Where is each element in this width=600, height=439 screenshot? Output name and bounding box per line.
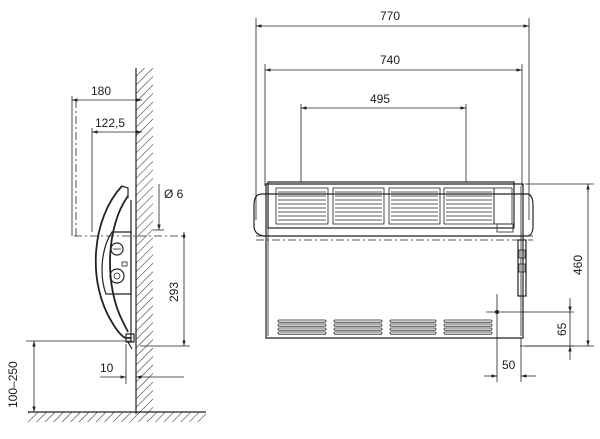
svg-text:740: 740 bbox=[380, 53, 400, 67]
floor bbox=[28, 411, 206, 422]
dimension-740: 740 bbox=[264, 53, 523, 186]
dimension-495: 495 bbox=[300, 92, 467, 182]
knob-upper-icon bbox=[110, 242, 124, 256]
dimension-460: 460 bbox=[525, 183, 594, 347]
wall bbox=[135, 68, 153, 414]
svg-text:460: 460 bbox=[571, 255, 585, 275]
svg-text:10: 10 bbox=[100, 361, 114, 375]
dimension-122-5: 122,5 bbox=[91, 116, 142, 232]
top-grille bbox=[267, 181, 515, 233]
dimension-50: 50 bbox=[484, 294, 536, 382]
dimension-180: 180 bbox=[71, 84, 142, 236]
mounting-rail bbox=[253, 193, 534, 241]
dimension-65: 65 bbox=[486, 298, 574, 360]
svg-text:122,5: 122,5 bbox=[95, 116, 125, 130]
svg-text:50: 50 bbox=[502, 358, 516, 372]
svg-text:180: 180 bbox=[91, 84, 111, 98]
side-connector bbox=[517, 239, 527, 297]
svg-text:770: 770 bbox=[380, 9, 400, 23]
svg-text:293: 293 bbox=[167, 282, 181, 302]
knob-lower-icon bbox=[109, 268, 125, 284]
front-view: 770 740 495 460 bbox=[253, 9, 594, 382]
dimension-hole: Ø 6 bbox=[153, 184, 184, 231]
svg-text:495: 495 bbox=[370, 92, 390, 106]
svg-text:65: 65 bbox=[555, 322, 569, 336]
dimension-293: 293 bbox=[140, 232, 190, 347]
dimension-770: 770 bbox=[255, 9, 530, 220]
side-view: 180 122,5 Ø 6 293 10 bbox=[6, 68, 206, 422]
svg-text:100–250: 100–250 bbox=[6, 361, 20, 408]
heater-side-profile bbox=[94, 185, 135, 350]
bottom-grille bbox=[277, 319, 493, 335]
heater-front-body bbox=[265, 183, 524, 339]
svg-text:Ø 6: Ø 6 bbox=[164, 187, 184, 201]
dimension-10: 10 bbox=[100, 344, 184, 384]
dimension-floor-clearance: 100–250 bbox=[6, 340, 132, 412]
